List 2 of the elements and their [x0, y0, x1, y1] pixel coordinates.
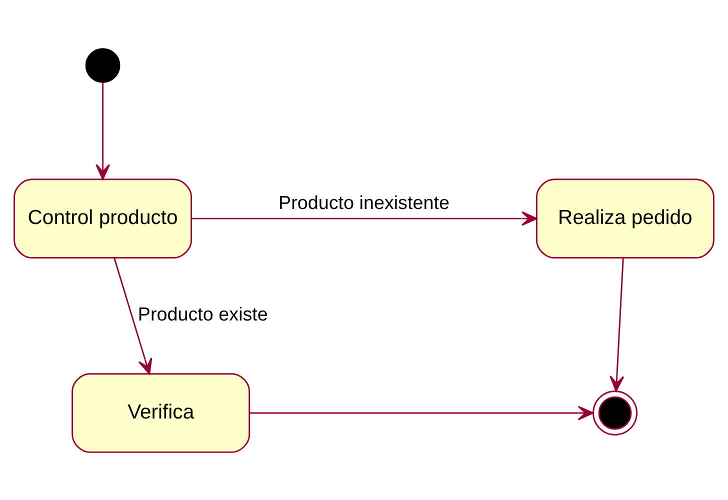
edge-label: Producto existe	[138, 303, 268, 324]
edge-label: Producto inexistente	[278, 192, 450, 212]
